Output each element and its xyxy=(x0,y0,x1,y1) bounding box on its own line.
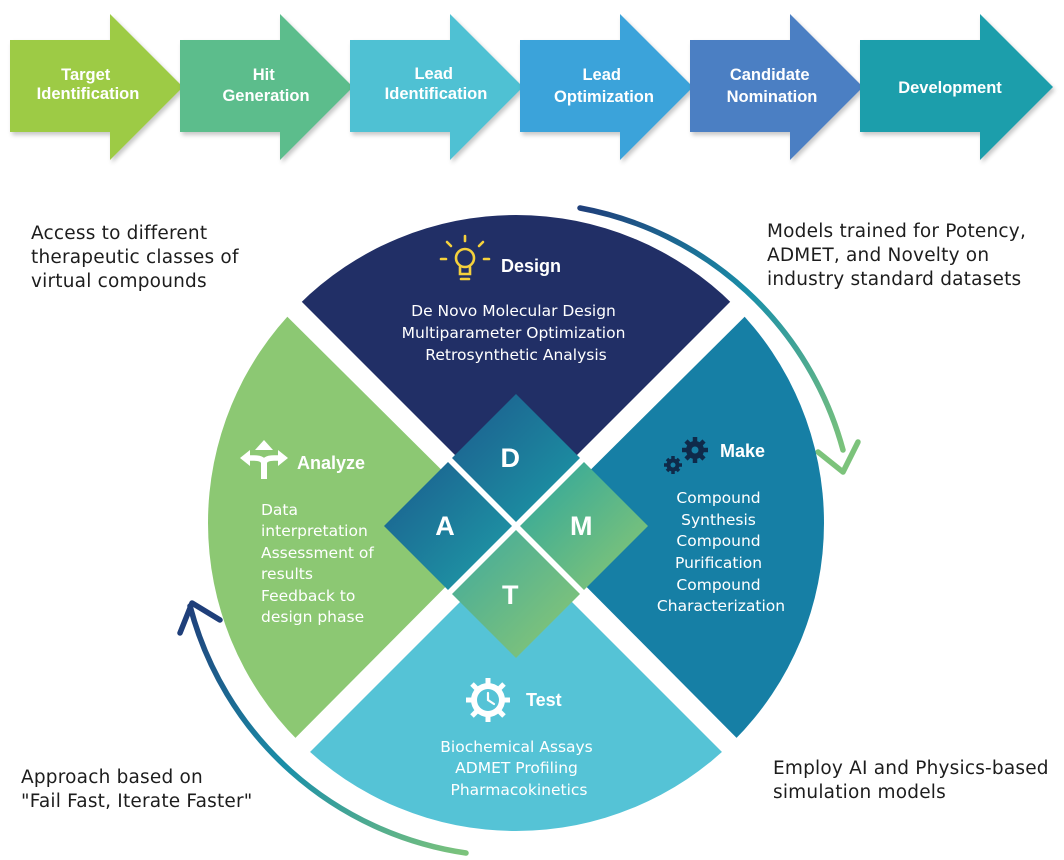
test-item: ADMET Profiling xyxy=(455,759,578,777)
note-line: industry standard datasets xyxy=(767,269,1022,290)
note-line: ADMET, and Novelty on xyxy=(767,245,990,266)
note-fail-fast: Approach based on "Fail Fast, Iterate Fa… xyxy=(21,766,253,814)
letter-m: M xyxy=(570,511,593,541)
analyze-title: Analyze xyxy=(297,453,365,473)
pipeline-step-hit-generation: Hit Generation xyxy=(180,14,353,160)
svg-text:Development: Development xyxy=(898,79,1002,97)
gear-clock-icon xyxy=(466,678,510,722)
analyze-item: Data xyxy=(261,501,298,519)
note-line: Approach based on xyxy=(21,767,203,788)
make-title: Make xyxy=(720,441,765,461)
pipeline-label-line: Identification xyxy=(385,85,488,103)
dmta-circle xyxy=(208,215,824,831)
pipeline-label-line: Identification xyxy=(37,85,140,103)
analyze-item: Feedback to xyxy=(261,587,355,605)
split-arrows-icon xyxy=(240,440,288,479)
pipeline-step-lead-optimization: Lead Optimization xyxy=(520,14,693,160)
svg-text:Lead Identification: Lead Identification xyxy=(385,65,488,103)
diamond-m xyxy=(520,462,648,590)
note-line: virtual compounds xyxy=(31,271,207,292)
quadrant-design xyxy=(208,215,824,516)
lightbulb-icon xyxy=(439,234,491,281)
svg-text:Biochemical Assays ADMET: Biochemical Assays ADMET Profiling Pharm… xyxy=(440,738,597,799)
svg-text:Lead Optimization: Lead Optimization xyxy=(554,66,654,106)
pipeline-label-line: Lead xyxy=(582,66,621,84)
diamond-a xyxy=(384,462,512,590)
clockwise-arc-arrow xyxy=(577,205,846,453)
svg-text:D M T A: D M T A xyxy=(435,443,600,610)
pipeline-label-line: Generation xyxy=(222,87,309,105)
make-item: Characterization xyxy=(657,597,785,615)
analyze-item: Assessment of xyxy=(261,544,374,562)
note-models-trained: Models trained for Potency, ADMET, and N… xyxy=(767,220,1026,292)
pipeline-label-line: Hit xyxy=(253,66,276,84)
quadrant-make xyxy=(530,216,824,831)
make-item: Compound xyxy=(676,576,760,594)
test-content: Test Biochemical Assays ADMET Profiling … xyxy=(440,678,597,799)
make-item: Purification xyxy=(675,554,762,572)
make-item: Synthesis xyxy=(681,511,756,529)
pipeline-label-line: Lead xyxy=(414,65,453,83)
arrowhead-right xyxy=(815,439,861,475)
design-title: Design xyxy=(501,256,561,276)
make-content: Make Compound Synthesis Compound Purific… xyxy=(657,437,785,615)
svg-text:Compound Synthesis: Compound Synthesis Compound Purification… xyxy=(657,489,785,615)
svg-text:De Novo Molecular Design: De Novo Molecular Design Multiparameter … xyxy=(402,302,631,364)
analyze-item: interpretation xyxy=(261,522,368,540)
note-line: Access to different xyxy=(31,223,208,244)
diamond-t xyxy=(452,530,580,658)
design-item: Retrosynthetic Analysis xyxy=(425,346,606,364)
note-line: therapeutic classes of xyxy=(31,247,239,268)
pipeline-step-development: Development xyxy=(860,14,1053,160)
letter-a: A xyxy=(435,511,455,541)
note-line: Employ AI and Physics-based xyxy=(773,758,1049,779)
note-virtual-compounds: Access to different therapeutic classes … xyxy=(31,222,239,294)
design-item: Multiparameter Optimization xyxy=(402,324,626,342)
note-line: "Fail Fast, Iterate Faster" xyxy=(21,791,253,812)
counterclockwise-arc-arrow xyxy=(187,603,469,856)
letter-d: D xyxy=(500,443,520,473)
letter-t: T xyxy=(502,580,519,610)
analyze-item: design phase xyxy=(261,608,364,626)
pipeline-label-line: Candidate xyxy=(730,66,810,84)
arrowhead-left xyxy=(177,600,223,636)
pipeline-label-line: Target xyxy=(61,66,111,84)
design-content: Design De Novo Molecular Design Multipar… xyxy=(402,234,631,364)
pipeline-arrows: Target Identification Hit Generation Lea… xyxy=(10,14,1053,160)
analyze-item: results xyxy=(261,565,313,583)
test-item: Pharmacokinetics xyxy=(451,781,588,799)
make-item: Compound xyxy=(676,532,760,550)
pipeline-label-line: Nomination xyxy=(727,88,818,106)
pipeline-label-line: Development xyxy=(898,79,1002,97)
design-item: De Novo Molecular Design xyxy=(411,302,616,320)
note-ai-physics: Employ AI and Physics-based simulation m… xyxy=(773,757,1049,805)
svg-text:Target Identification: Target Identification xyxy=(37,66,140,103)
pipeline-step-candidate-nomination: Candidate Nomination xyxy=(690,14,863,160)
pipeline-label-line: Optimization xyxy=(554,88,654,106)
center-diamonds: D M T A xyxy=(384,394,648,658)
svg-text:Candidate Nomination: Candidate Nomination xyxy=(727,66,818,106)
test-title: Test xyxy=(526,690,562,710)
quadrant-analyze xyxy=(208,216,502,831)
pipeline-step-lead-identification: Lead Identification xyxy=(350,14,523,160)
note-line: simulation models xyxy=(773,782,946,803)
test-item: Biochemical Assays xyxy=(440,738,592,756)
diamond-d xyxy=(452,394,580,522)
note-line: Models trained for Potency, xyxy=(767,221,1027,242)
make-item: Compound xyxy=(676,489,760,507)
svg-text:Hit Generation: Hit Generation xyxy=(222,66,309,105)
svg-text:Data interpretation: Data interpretation Assessment of result… xyxy=(261,501,379,626)
gears-icon xyxy=(664,437,708,474)
analyze-content: Analyze Data interpretation Assessment o… xyxy=(240,440,379,626)
quadrant-test xyxy=(208,546,824,831)
pipeline-step-target-identification: Target Identification xyxy=(10,14,183,160)
cycle-arrows xyxy=(177,205,861,856)
